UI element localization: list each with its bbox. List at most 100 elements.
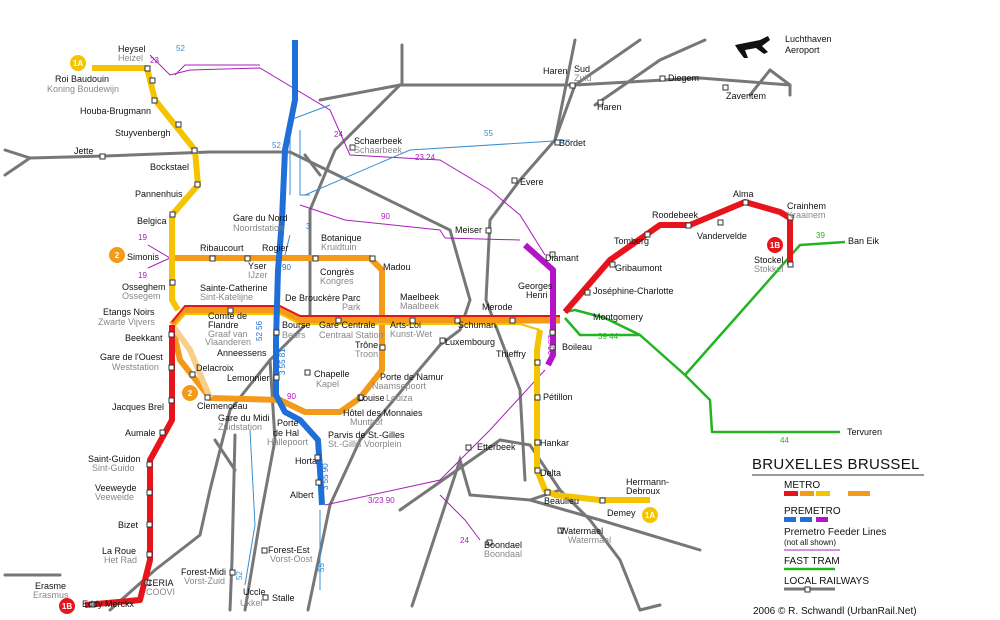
- station-etterbeek: Etterbeek: [477, 442, 516, 452]
- svg-text:52: 52: [176, 44, 185, 53]
- station-forest-est: Forest-Est: [268, 545, 310, 555]
- svg-text:19: 19: [138, 271, 147, 280]
- badge-1a-south: 1A: [642, 507, 658, 523]
- svg-text:55: 55: [484, 129, 493, 138]
- station-sainte-catherine: Sainte-Catherine: [200, 283, 268, 293]
- svg-text:Zuidstation: Zuidstation: [218, 422, 262, 432]
- legend-metro: METRO: [784, 480, 820, 491]
- svg-text:Watermaal: Watermaal: [568, 535, 611, 545]
- svg-text:Boondaal: Boondaal: [484, 549, 522, 559]
- svg-text:3 55 81: 3 55 81: [278, 348, 287, 375]
- svg-text:Aeroport: Aeroport: [785, 45, 820, 55]
- station-merode: Merode: [482, 302, 513, 312]
- station-schuman: Schuman: [458, 320, 496, 330]
- station-uccle: Uccle: [243, 587, 266, 597]
- station-beekkant: Beekkant: [125, 333, 163, 343]
- station-gare-nord: Gare du Nord: [233, 213, 288, 223]
- svg-text:Henri: Henri: [526, 290, 548, 300]
- station-louise: Louise: [358, 393, 385, 403]
- station-albert: Albert: [290, 490, 314, 500]
- station-bockstael: Bockstael: [150, 162, 189, 172]
- svg-text:52: 52: [272, 141, 281, 150]
- svg-text:39 44: 39 44: [598, 332, 619, 341]
- badge-1b-south: 1B: [59, 598, 75, 614]
- station-pannenhuis: Pannenhuis: [135, 189, 183, 199]
- station-trone: Trône: [355, 340, 378, 350]
- station-heysel: Heysel: [118, 44, 146, 54]
- svg-text:Graaf van: Graaf van: [208, 329, 248, 339]
- station-porte-namur: Porte de Namur: [380, 372, 444, 382]
- station-hotel-monnaies: Hôtel des Monnaies: [343, 408, 423, 418]
- station-etangs-noirs: Etangs Noirs: [103, 307, 155, 317]
- station-stuyvenbergh: Stuyvenbergh: [115, 128, 171, 138]
- station-jacques-brel: Jacques Brel: [112, 402, 164, 412]
- svg-text:Stokkel: Stokkel: [754, 264, 784, 274]
- legend-fast-tram: FAST TRAM: [784, 556, 840, 567]
- svg-text:52: 52: [235, 571, 244, 580]
- station-montgomery: Montgomery: [593, 312, 644, 322]
- svg-text:Vorst-Zuid: Vorst-Zuid: [184, 576, 225, 586]
- svg-text:Ukkel: Ukkel: [240, 598, 263, 608]
- station-houba-brugmann: Houba-Brugmann: [80, 106, 151, 116]
- station-porte-hal: Porte: [277, 418, 299, 428]
- svg-text:24: 24: [334, 130, 343, 139]
- svg-text:Koning Boudewijn: Koning Boudewijn: [47, 84, 119, 94]
- svg-text:1A: 1A: [645, 511, 655, 520]
- svg-text:Munthof: Munthof: [350, 417, 383, 427]
- svg-text:1B: 1B: [62, 602, 72, 611]
- station-simonis: Simonis: [127, 252, 160, 262]
- svg-text:3: 3: [306, 222, 311, 231]
- station-demey: Demey: [607, 508, 636, 518]
- svg-text:COOVI: COOVI: [146, 587, 175, 597]
- metro-line-2: [169, 255, 385, 415]
- station-roi-baudouin: Roi Baudouin: [55, 74, 109, 84]
- station-gare-midi: Gare du Midi: [218, 413, 270, 423]
- svg-text:Zwarte Vijvers: Zwarte Vijvers: [98, 317, 155, 327]
- station-crainhem: Crainhem: [787, 201, 826, 211]
- svg-text:Ossegem: Ossegem: [122, 291, 161, 301]
- svg-text:Kraainem: Kraainem: [787, 210, 826, 220]
- station-chapelle: Chapelle: [314, 369, 350, 379]
- station-lemonnier: Lemonnier: [227, 373, 270, 383]
- svg-text:Erasmus: Erasmus: [33, 590, 69, 600]
- svg-text:23 24: 23 24: [415, 153, 436, 162]
- station-la-roue: La Roue: [102, 546, 136, 556]
- copyright: 2006 © R. Schwandl (UrbanRail.Net): [753, 606, 917, 617]
- feeder-lines: [147, 54, 571, 590]
- svg-text:Naamsepoort: Naamsepoort: [372, 381, 427, 391]
- badge-1b-east: 1B: [767, 237, 783, 253]
- badge-2-west: 2: [109, 247, 125, 263]
- svg-text:1B: 1B: [770, 241, 780, 250]
- premetro-purple: [523, 242, 556, 367]
- svg-text:55: 55: [317, 563, 326, 572]
- station-boondael: Boondael: [484, 540, 522, 550]
- station-haren-sud: Haren: [543, 66, 568, 76]
- svg-text:2: 2: [115, 251, 120, 260]
- svg-text:Veeweide: Veeweide: [95, 492, 134, 502]
- route-badges: 1A 1A 1B 1B 2 2: [59, 55, 783, 614]
- svg-text:Louiza: Louiza: [386, 393, 413, 403]
- svg-text:3/23 90: 3/23 90: [368, 496, 395, 505]
- svg-text:3 55 90: 3 55 90: [321, 463, 330, 490]
- station-rogier: Rogier: [262, 243, 289, 253]
- station-delacroix: Delacroix: [196, 363, 234, 373]
- svg-text:Noordstation: Noordstation: [233, 223, 284, 233]
- svg-text:St.-Gillis Voorplein: St.-Gillis Voorplein: [328, 439, 402, 449]
- svg-text:IJzer: IJzer: [248, 270, 268, 280]
- svg-text:Maalbeek: Maalbeek: [400, 301, 440, 311]
- svg-text:44: 44: [780, 436, 789, 445]
- station-ceria: CERIA: [146, 578, 174, 588]
- svg-text:90: 90: [287, 392, 296, 401]
- svg-text:24: 24: [460, 536, 469, 545]
- station-vandervelde: Vandervelde: [697, 231, 747, 241]
- svg-text:Flandre: Flandre: [208, 320, 239, 330]
- badge-1a-north: 1A: [70, 55, 86, 71]
- station-yser: Yser: [248, 261, 267, 271]
- svg-text:Vorst-Oost: Vorst-Oost: [270, 554, 313, 564]
- svg-text:Weststation: Weststation: [112, 362, 159, 372]
- station-congres: Congrès: [320, 267, 355, 277]
- svg-text:Heizel: Heizel: [118, 53, 143, 63]
- legend-premetro: PREMETRO: [784, 506, 841, 517]
- station-belgica: Belgica: [137, 216, 167, 226]
